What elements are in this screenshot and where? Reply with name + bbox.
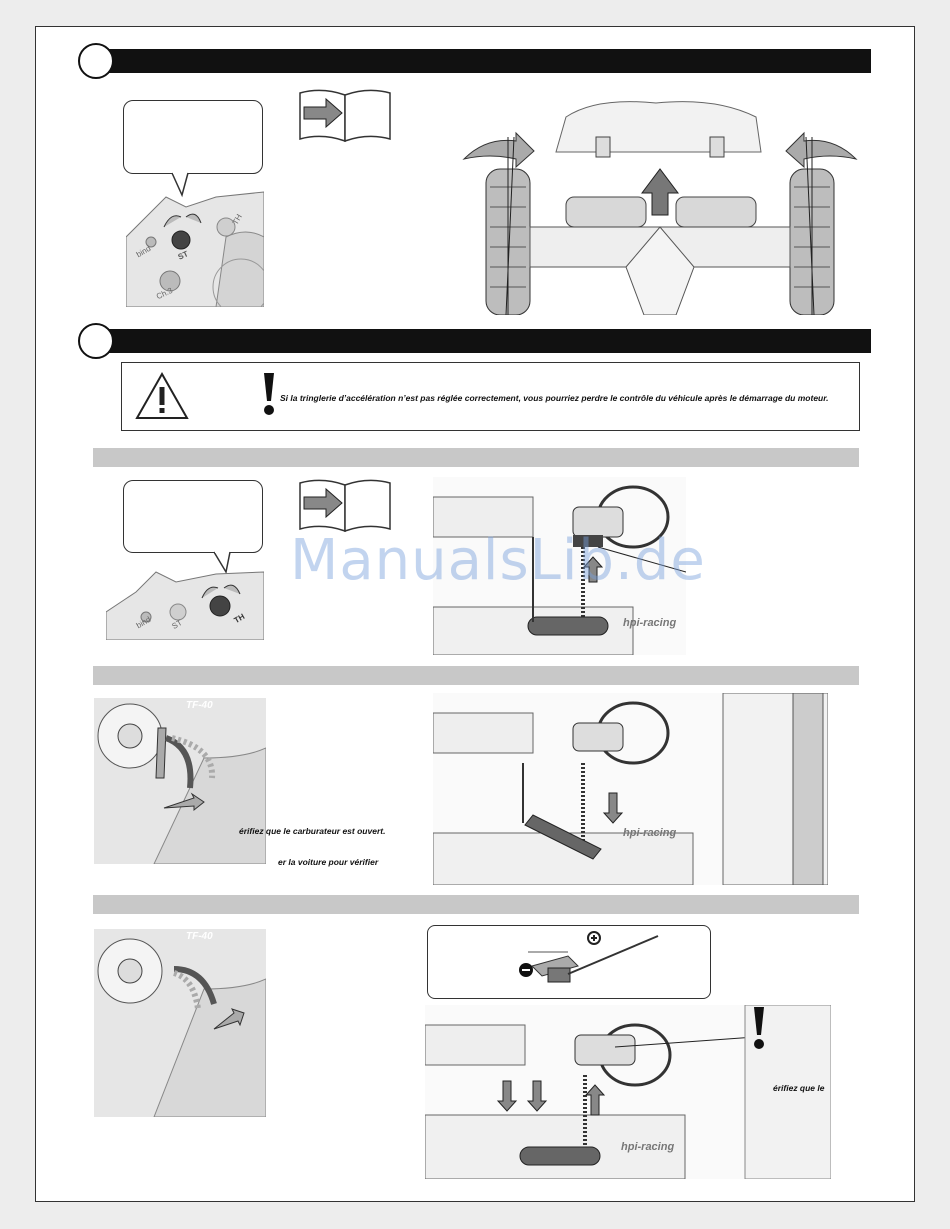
adjuster-detail-callout bbox=[427, 925, 711, 999]
throttle-linkage-illustration-c: hpi-racing bbox=[425, 1005, 831, 1179]
section-2-header-bar bbox=[96, 329, 871, 353]
instruction-bubble-2 bbox=[123, 480, 263, 553]
transmitter-steering-illustration: bind ST TH Ch.3 bbox=[126, 177, 264, 307]
section-2-number-circle bbox=[78, 323, 114, 359]
warning-triangle-icon bbox=[135, 371, 189, 419]
subsection-b-bar bbox=[93, 666, 859, 685]
section-1-number-circle bbox=[78, 43, 114, 79]
watermark-text: ManualsLib.de bbox=[290, 528, 706, 593]
warning-text: Si la tringlerie d’accélération n’est pa… bbox=[280, 393, 829, 403]
exclamation-icon-2 bbox=[754, 1007, 764, 1049]
adjuster-detail-illustration bbox=[519, 931, 659, 983]
instruction-bubble-1 bbox=[123, 100, 263, 174]
transmitter-grip-illustration-c: TF-40 bbox=[94, 929, 266, 1117]
transmitter-grip-illustration-b: TF-40 bbox=[94, 698, 266, 864]
tf40-label-c: TF-40 bbox=[186, 931, 213, 942]
front-suspension-illustration bbox=[456, 97, 864, 315]
subsection-c-bar bbox=[93, 895, 859, 914]
verify-right-caption: érifiez que le bbox=[773, 1083, 825, 1093]
bubble-pointer-1 bbox=[171, 171, 189, 198]
warning-box: Si la tringlerie d’accélération n’est pa… bbox=[121, 362, 860, 431]
refer-to-manual-icon-2 bbox=[299, 479, 391, 533]
exclamation-icon bbox=[264, 373, 274, 415]
brand-logo-c: hpi-racing bbox=[621, 1141, 675, 1153]
section-1-header-bar bbox=[96, 49, 871, 73]
carb-open-caption: érifiez que le carburateur est ouvert. bbox=[239, 826, 386, 836]
bubble-pointer-2 bbox=[213, 550, 231, 575]
refer-to-manual-icon bbox=[299, 89, 391, 143]
tf40-label-b: TF-40 bbox=[186, 700, 213, 711]
throttle-linkage-illustration-a: hpi-racing bbox=[433, 477, 686, 655]
brand-logo-a: hpi-racing bbox=[623, 617, 677, 629]
brand-logo-b: hpi-racing bbox=[623, 827, 677, 839]
subsection-a-bar bbox=[93, 448, 859, 467]
throttle-linkage-illustration-b: hpi-racing bbox=[433, 693, 828, 885]
transmitter-throttle-illustration: bind ST TH bbox=[106, 562, 264, 640]
manual-page: bind ST TH Ch.3 bbox=[35, 26, 915, 1202]
verify-car-caption: er la voiture pour vérifier bbox=[278, 857, 379, 867]
